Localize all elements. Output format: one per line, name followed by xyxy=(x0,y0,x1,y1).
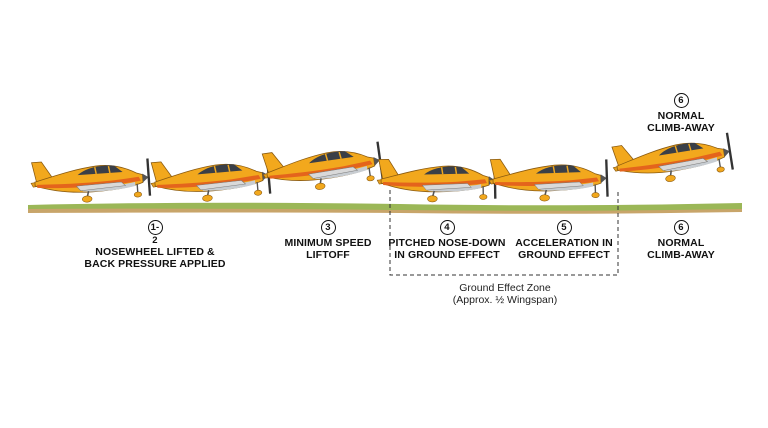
airplane-step-3 xyxy=(259,136,385,198)
step-label-line: PITCHED NOSE-DOWN xyxy=(388,237,506,249)
step-label-line: ACCELERATION IN xyxy=(515,237,613,249)
step-label-line: NORMAL xyxy=(657,237,705,249)
step-number-badge: 4 xyxy=(439,220,455,235)
step-label-line: GROUND EFFECT xyxy=(518,249,610,261)
step-label-3: 3 MINIMUM SPEED LIFTOFF xyxy=(268,220,388,261)
step-label-line: NORMAL xyxy=(657,110,705,122)
zone-caption-line-1: Ground Effect Zone xyxy=(459,282,551,294)
step-label-1-2: 1-2 NOSEWHEEL LIFTED & BACK PRESSURE APP… xyxy=(70,220,240,270)
top-label-6: 6 NORMAL CLIMB-AWAY xyxy=(636,93,726,134)
step-number-badge: 6 xyxy=(673,93,689,108)
step-label-line: BACK PRESSURE APPLIED xyxy=(84,258,226,270)
ground-dirt xyxy=(28,208,742,214)
zone-caption-line-2: (Approx. ½ Wingspan) xyxy=(452,294,558,306)
step-label-line: NOSEWHEEL LIFTED & xyxy=(95,246,215,258)
step-number-badge: 1-2 xyxy=(147,220,163,246)
step-label-line: IN GROUND EFFECT xyxy=(394,249,500,261)
step-number-badge: 5 xyxy=(556,220,572,235)
step-number-badge: 6 xyxy=(673,220,689,235)
step-label-line: CLIMB-AWAY xyxy=(647,122,715,134)
step-label-line: CLIMB-AWAY xyxy=(647,249,715,261)
ground-effect-zone-caption: Ground Effect Zone (Approx. ½ Wingspan) xyxy=(420,282,590,306)
step-number-badge: 3 xyxy=(320,220,336,235)
step-label-6: 6 NORMAL CLIMB-AWAY xyxy=(636,220,726,261)
airplane-step-2 xyxy=(148,151,273,207)
step-label-line: LIFTOFF xyxy=(306,249,350,261)
step-label-4: 4 PITCHED NOSE-DOWN IN GROUND EFFECT xyxy=(388,220,506,261)
step-label-line: MINIMUM SPEED xyxy=(284,237,372,249)
airplane-step-5 xyxy=(487,154,610,204)
airplane-step-4 xyxy=(376,156,498,204)
step-label-5: 5 ACCELERATION IN GROUND EFFECT xyxy=(510,220,618,261)
airplane-step-6 xyxy=(609,127,736,191)
ground-effect-zone-bracket xyxy=(389,190,619,276)
airplane-step-1 xyxy=(28,153,153,207)
